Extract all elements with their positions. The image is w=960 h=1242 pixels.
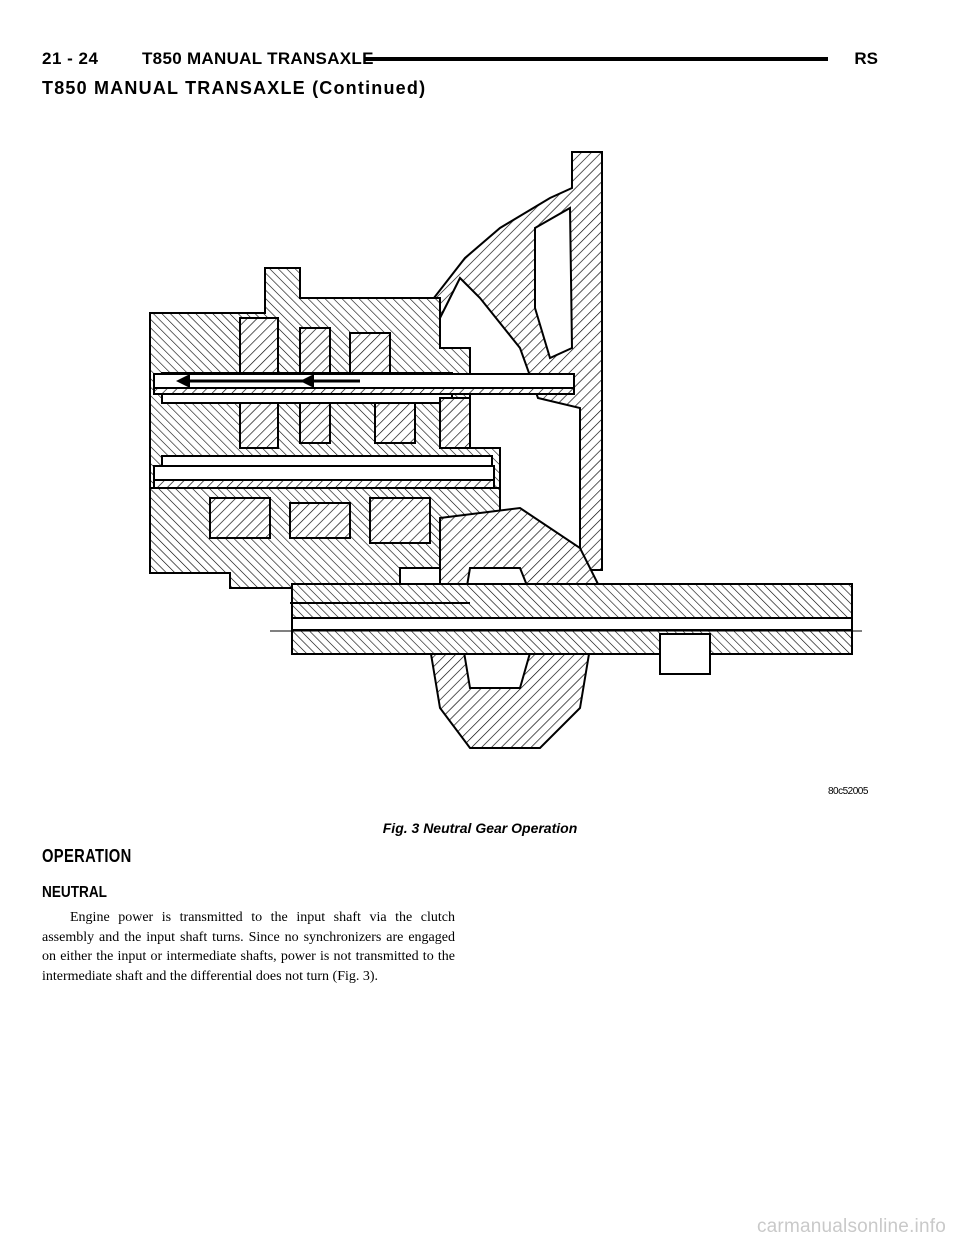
figure-caption: Fig. 3 Neutral Gear Operation <box>382 820 578 836</box>
header-code: RS <box>854 49 878 68</box>
neutral-paragraph: Engine power is transmitted to the input… <box>42 910 455 984</box>
transaxle-cutaway-figure <box>149 151 862 749</box>
header-rule <box>364 57 828 61</box>
header-title: T850 MANUAL TRANSAXLE <box>142 49 374 68</box>
page-number: 21 - 24 <box>42 49 99 68</box>
figure-id: 80c52005 <box>828 786 868 797</box>
watermark: carmanualsonline.info <box>756 1216 946 1237</box>
page-header: 21 - 24 T850 MANUAL TRANSAXLE RS <box>42 49 878 71</box>
operation-heading: OPERATION <box>42 846 132 866</box>
section-continued-title: T850 MANUAL TRANSAXLE (Continued) <box>42 78 427 98</box>
neutral-subheading: NEUTRAL <box>42 884 107 901</box>
